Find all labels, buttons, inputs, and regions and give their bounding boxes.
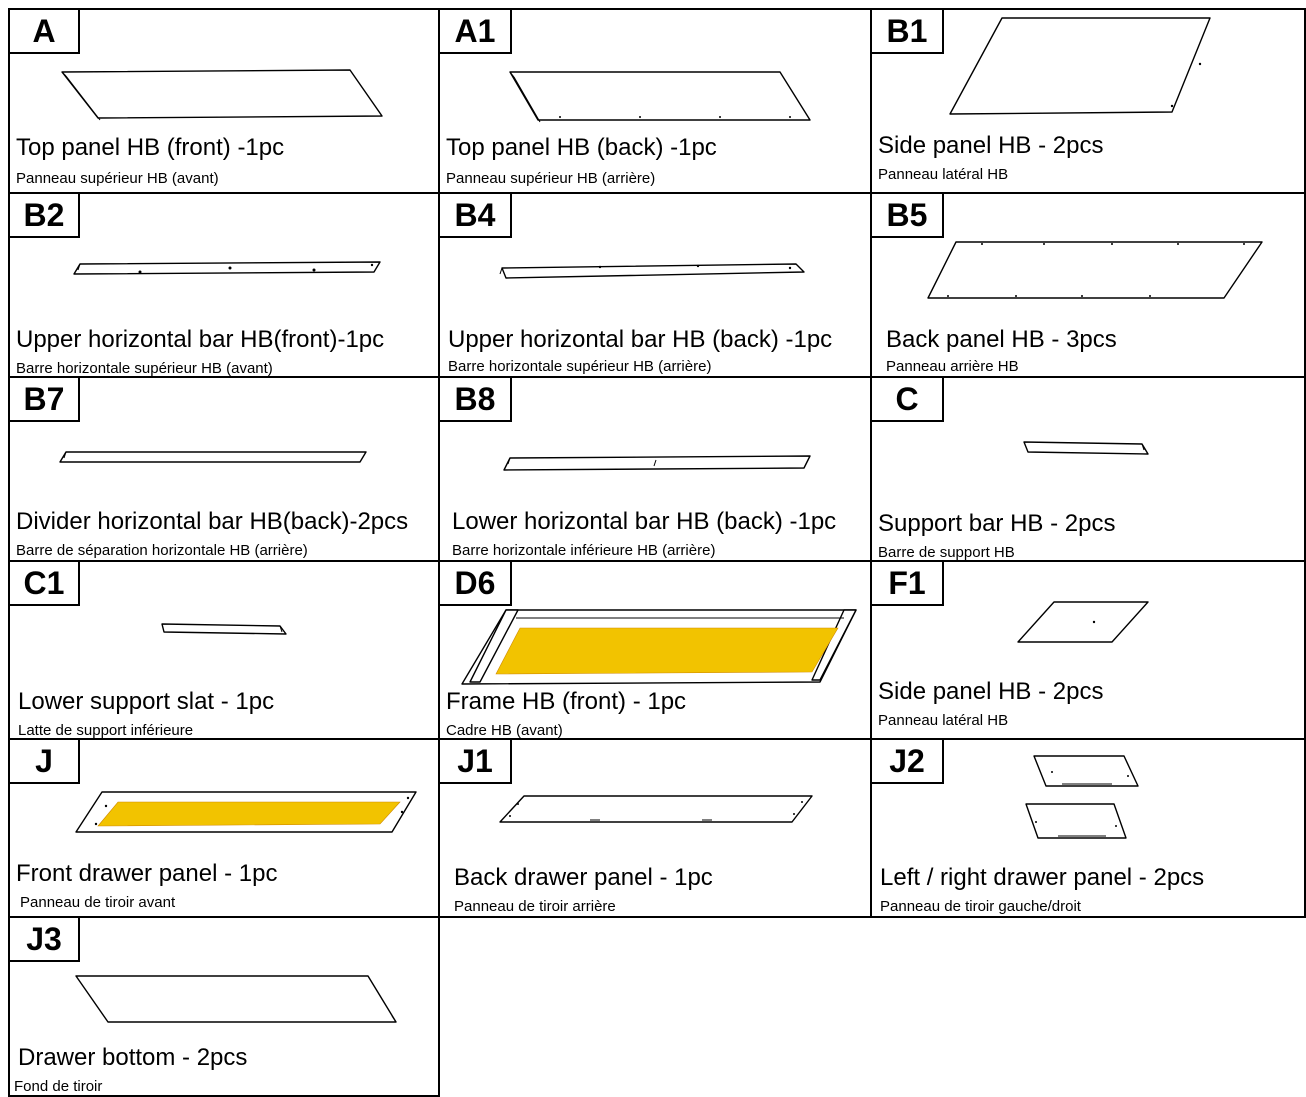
part-name: Top panel HB (back) -1pc <box>446 134 717 161</box>
part-name-fr: Barre horizontale supérieur HB (arrière) <box>448 358 712 375</box>
back-drawer-panel-drawing <box>499 795 813 823</box>
parts-list-grid: A Top panel HB (front) -1pc Panneau supé… <box>8 8 1306 1097</box>
part-card-a1: A1 Top panel HB (back) -1pc Panneau supé… <box>438 8 872 194</box>
part-name-fr: Panneau arrière HB <box>886 358 1019 375</box>
part-name: Frame HB (front) - 1pc <box>446 688 687 715</box>
part-card-b7: B7 Divider horizontal bar HB(back)-2pcs … <box>8 376 440 562</box>
part-code: A <box>10 10 80 54</box>
part-name: Back drawer panel - 1pc <box>454 864 713 891</box>
top-panel-front-drawing <box>61 69 383 121</box>
part-name-fr: Barre horizontale inférieure HB (arrière… <box>452 542 716 559</box>
part-name-fr: Cadre HB (avant) <box>446 722 563 739</box>
part-card-j: J Front drawer panel - 1pc Panneau de ti… <box>8 738 440 918</box>
part-name-fr: Fond de tiroir <box>14 1078 103 1095</box>
part-name-fr: Panneau de tiroir gauche/droit <box>880 898 1081 915</box>
divider-horizontal-bar-drawing <box>59 451 367 463</box>
part-name: Side panel HB - 2pcs <box>878 678 1104 705</box>
part-card-c1: C1 Lower support slat - 1pc Latte de sup… <box>8 560 440 740</box>
part-name: Divider horizontal bar HB(back)-2pcs <box>16 508 409 535</box>
part-card-a: A Top panel HB (front) -1pc Panneau supé… <box>8 8 440 194</box>
part-code: B5 <box>872 194 944 238</box>
part-code: J <box>10 740 80 784</box>
left-right-drawer-panel-drawing <box>1025 755 1139 839</box>
lower-horizontal-bar-drawing <box>503 455 811 471</box>
part-code: A1 <box>440 10 512 54</box>
part-name-fr: Panneau de tiroir arrière <box>454 898 616 915</box>
part-code: F1 <box>872 562 944 606</box>
part-code: J2 <box>872 740 944 784</box>
part-name: Support bar HB - 2pcs <box>878 510 1116 537</box>
part-code: B1 <box>872 10 944 54</box>
part-card-b5: B5 Back panel HB - 3pcs Panneau arrière … <box>870 192 1306 378</box>
part-card-j2: J2 Left / right drawer panel - 2pcs Pann… <box>870 738 1306 918</box>
part-name-fr: Panneau latéral HB <box>878 166 1009 183</box>
support-bar-drawing <box>1023 441 1149 455</box>
part-card-b2: B2 Upper horizontal bar HB(front)-1pc Ba… <box>8 192 440 378</box>
part-name-fr: Latte de support inférieure <box>18 722 194 739</box>
part-name: Upper horizontal bar HB (back) -1pc <box>448 326 833 353</box>
upper-horizontal-bar-back-drawing <box>499 263 805 279</box>
upper-horizontal-bar-front-drawing <box>73 261 381 275</box>
part-name: Drawer bottom - 2pcs <box>18 1044 248 1071</box>
part-code: B8 <box>440 378 512 422</box>
frame-front-drawing <box>461 609 857 685</box>
part-card-c: C Support bar HB - 2pcs Barre de support… <box>870 376 1306 562</box>
part-card-f1: F1 Side panel HB - 2pcs Panneau latéral … <box>870 560 1306 740</box>
part-card-d6: D6 Frame HB (front) - 1pc Cadre HB (avan… <box>438 560 872 740</box>
part-name: Top panel HB (front) -1pc <box>16 134 285 161</box>
part-code: B2 <box>10 194 80 238</box>
part-card-b1: B1 Side panel HB - 2pcs Panneau latéral … <box>870 8 1306 194</box>
part-name-fr: Panneau supérieur HB (arrière) <box>446 170 656 187</box>
part-code: D6 <box>440 562 512 606</box>
part-name: Front drawer panel - 1pc <box>16 860 278 887</box>
part-name-fr: Panneau latéral HB <box>878 712 1009 729</box>
part-code: B4 <box>440 194 512 238</box>
part-name-fr: Barre de séparation horizontale HB (arri… <box>16 542 308 559</box>
part-name: Back panel HB - 3pcs <box>886 326 1117 353</box>
part-code: C <box>872 378 944 422</box>
top-panel-back-drawing <box>509 71 811 123</box>
part-name: Left / right drawer panel - 2pcs <box>880 864 1205 891</box>
front-drawer-panel-drawing <box>75 791 417 833</box>
part-card-j3: J3 Drawer bottom - 2pcs Fond de tiroir <box>8 916 440 1097</box>
part-name-fr: Panneau de tiroir avant <box>20 894 176 911</box>
drawer-bottom-drawing <box>75 975 397 1023</box>
part-name-fr: Barre de support HB <box>878 544 1015 561</box>
part-code: J3 <box>10 918 80 962</box>
part-card-b4: B4 Upper horizontal bar HB (back) -1pc B… <box>438 192 872 378</box>
side-panel-small-drawing <box>1017 601 1149 643</box>
side-panel-drawing <box>949 17 1211 115</box>
lower-support-slat-drawing <box>161 623 287 635</box>
part-code: C1 <box>10 562 80 606</box>
part-name: Lower horizontal bar HB (back) -1pc <box>452 508 837 535</box>
back-panel-drawing <box>927 241 1263 299</box>
part-code: B7 <box>10 378 80 422</box>
part-name-fr: Barre horizontale supérieur HB (avant) <box>16 360 273 377</box>
part-card-j1: J1 Back drawer panel - 1pc Panneau de ti… <box>438 738 872 918</box>
part-code: J1 <box>440 740 512 784</box>
part-name-fr: Panneau supérieur HB (avant) <box>16 170 219 187</box>
part-card-b8: B8 Lower horizontal bar HB (back) -1pc B… <box>438 376 872 562</box>
part-name: Lower support slat - 1pc <box>18 688 275 715</box>
part-name: Upper horizontal bar HB(front)-1pc <box>16 326 385 353</box>
part-name: Side panel HB - 2pcs <box>878 132 1104 159</box>
